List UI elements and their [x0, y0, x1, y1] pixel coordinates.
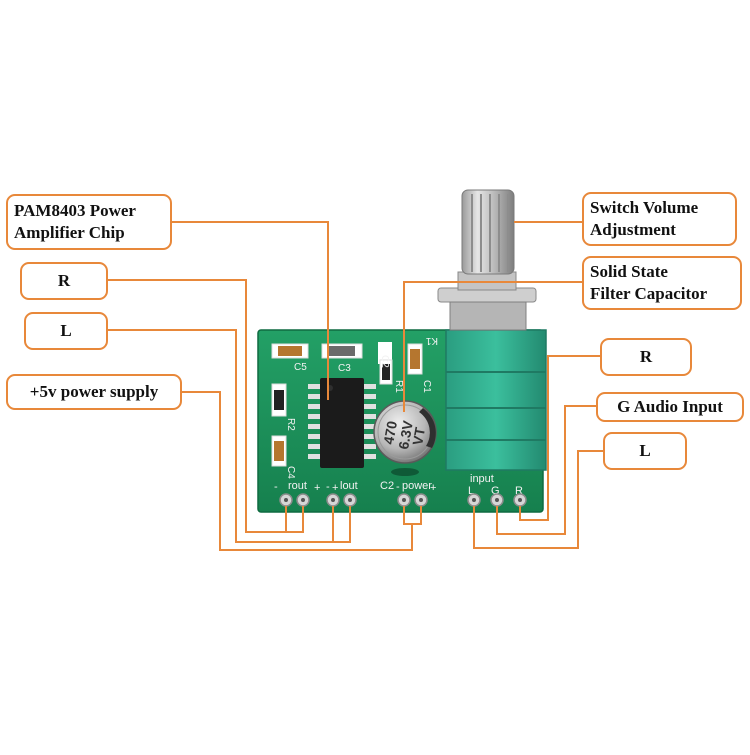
label-power: power [402, 480, 432, 492]
smd-c1 [407, 343, 423, 375]
callout-r-right-text: R [639, 347, 653, 366]
smd-r2 [271, 383, 287, 417]
label-plus-2: + [332, 482, 338, 494]
potentiometer-shaft[interactable] [461, 189, 515, 275]
callout-switch: Switch Volume Adjustment [582, 192, 737, 246]
callout-l-right-text: L [639, 441, 651, 460]
callout-capacitor: Solid State Filter Capacitor [582, 256, 742, 310]
label-c5: C5 [294, 362, 307, 373]
callout-l-right: L [603, 432, 687, 470]
cap-code: VT [409, 426, 428, 447]
label-minus-2: - [326, 481, 330, 493]
label-r2: R2 [285, 418, 296, 431]
label-r1: R1 [393, 380, 404, 393]
label-plus-1: + [314, 482, 320, 494]
callout-audio-input: G Audio Input [596, 392, 744, 422]
label-minus-3: - [396, 481, 400, 493]
callout-l-left-text: L [60, 321, 72, 340]
pam8403-chip[interactable] [308, 378, 376, 468]
label-c3: C3 [338, 363, 351, 374]
label-plus-3: + [430, 482, 436, 494]
smd-r1 [379, 359, 393, 385]
label-rout: rout [288, 480, 307, 492]
smd-c2 [378, 342, 392, 364]
label-c1: C1 [421, 380, 432, 393]
callout-audio-input-text: G Audio Input [617, 397, 723, 416]
label-c2: C2 [379, 355, 390, 368]
cap-value: 470 [380, 420, 400, 446]
potentiometer[interactable] [437, 271, 547, 471]
label-in-r: R [515, 485, 523, 497]
smd-c4 [271, 435, 287, 467]
callout-power: +5v power supply [6, 374, 182, 410]
callout-r-right: R [600, 338, 692, 376]
label-in-l: L [468, 485, 474, 497]
label-c2-pad: C2 [380, 480, 394, 492]
cap-voltage: 6.3V [395, 419, 416, 451]
label-input: input [470, 473, 494, 485]
callout-r-left: R [20, 262, 108, 300]
callout-power-text: +5v power supply [29, 382, 159, 401]
label-lout: lout [340, 480, 358, 492]
callout-chip-text: PAM8403 Power Amplifier Chip [14, 201, 136, 242]
leader-lines [107, 221, 603, 551]
callout-switch-text: Switch Volume Adjustment [590, 198, 699, 239]
label-in-g: G [491, 485, 500, 497]
label-k1: K1 [425, 335, 438, 346]
label-minus-1: - [274, 481, 278, 493]
callout-capacitor-text: Solid State Filter Capacitor [590, 262, 708, 303]
filter-capacitor[interactable] [373, 400, 437, 476]
label-c4: C4 [285, 466, 296, 479]
smd-c5 [271, 343, 309, 359]
smd-c3 [321, 343, 363, 359]
callout-chip: PAM8403 Power Amplifier Chip [6, 194, 172, 250]
callout-l-left: L [24, 312, 108, 350]
callout-r-left-text: R [57, 271, 71, 290]
